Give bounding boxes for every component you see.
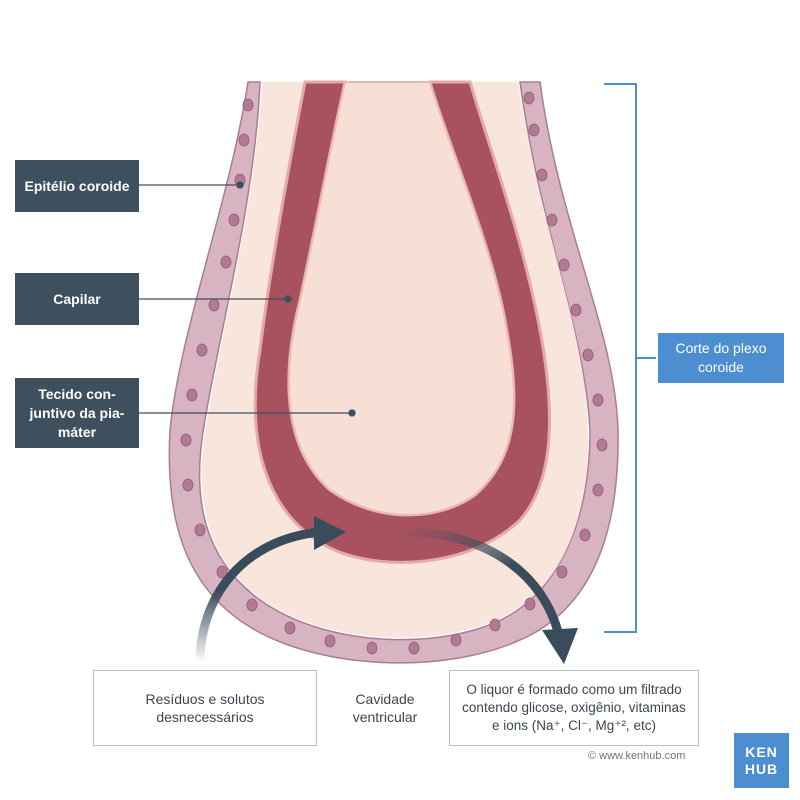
choroid-epithelium bbox=[168, 81, 619, 664]
waste-arrowhead bbox=[314, 516, 346, 550]
label-pia-mater: Tecido con-juntivo da pia-máter bbox=[15, 378, 139, 448]
copyright-text: © www.kenhub.com bbox=[588, 750, 686, 762]
label-ventricular-cavity: Cavidade ventricular bbox=[352, 691, 418, 725]
pia-mater-tissue bbox=[287, 81, 515, 516]
label-choroid-epithelium: Epitélio coroide bbox=[15, 160, 139, 212]
kenhub-logo: KEN HUB bbox=[734, 733, 789, 788]
box-waste-solutes: Resíduos e solutos desnecessários bbox=[93, 670, 317, 746]
box-csf-formation: O liquor é formado como um filtrado cont… bbox=[449, 670, 699, 746]
label-choroid-plexus-section: Corte do plexo coroide bbox=[658, 333, 784, 383]
leader-lines bbox=[138, 181, 356, 417]
section-bracket bbox=[604, 83, 656, 633]
label-capillary: Capilar bbox=[15, 273, 139, 325]
logo-line-1: KEN bbox=[745, 743, 778, 760]
waste-arrow-left bbox=[195, 527, 321, 663]
logo-line-2: HUB bbox=[744, 760, 779, 777]
csf-arrow-right bbox=[399, 527, 565, 641]
csf-arrowhead bbox=[542, 628, 578, 664]
